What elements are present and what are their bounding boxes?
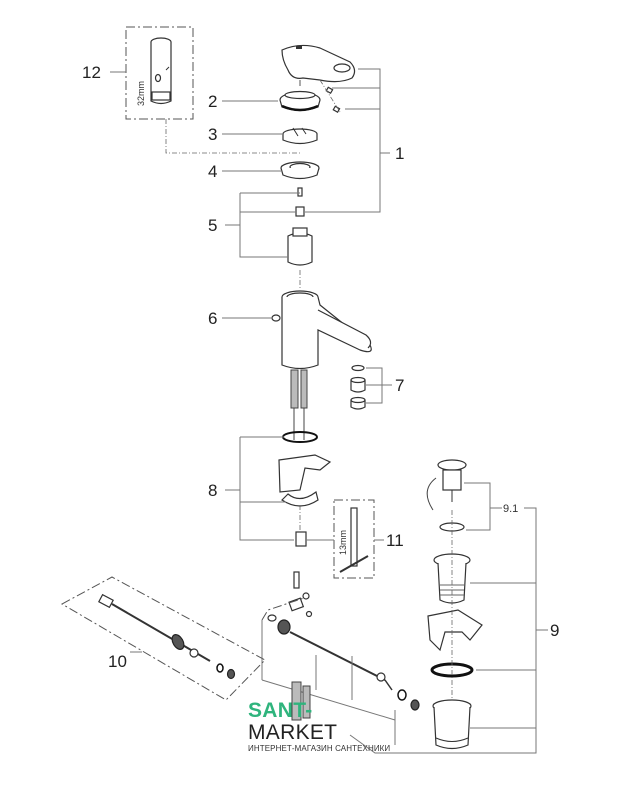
watermark-brand-green: SANT- [248, 699, 313, 722]
lift-rod-icon [98, 593, 236, 680]
watermark-brand-dark: MARKET [248, 721, 338, 744]
tool-11-box: 13mm 11 [306, 499, 404, 579]
cover-cap-icon [279, 90, 321, 112]
callout-2: 2 [208, 92, 217, 111]
cartridge-collar-icon [282, 127, 318, 145]
lever-handle-icon [281, 44, 356, 114]
callout-12: 12 [82, 63, 101, 82]
pop-up-linkage-icon [261, 571, 420, 745]
mounting-set-icon [278, 431, 332, 547]
aerator-set-icon [350, 364, 366, 410]
callout-7: 7 [395, 376, 404, 395]
callout-3: 3 [208, 125, 217, 144]
tool-13mm-icon [339, 507, 369, 573]
flexible-hose-icon [291, 681, 311, 721]
tool-12-box: 32mm 12 [82, 26, 300, 154]
pop-up-waste-icon [426, 459, 483, 750]
callout-1-bracket: 1 [305, 68, 404, 213]
tool-12-dimension: 32mm [136, 81, 146, 106]
callout-4: 4 [208, 162, 217, 181]
callout-9: 9 [550, 621, 559, 640]
callout-9-1: 9.1 [503, 503, 518, 515]
callout-1: 1 [395, 144, 404, 163]
callout-5: 5 [208, 216, 217, 235]
sant-market-watermark: SANT-MARKET ИНТЕРНЕТ-МАГАЗИН САНТЕХНИКИ [248, 700, 391, 754]
callout-8: 8 [208, 481, 217, 500]
watermark-tagline: ИНТЕРНЕТ-МАГАЗИН САНТЕХНИКИ [248, 744, 391, 753]
callout-11: 11 [386, 531, 404, 550]
mixer-body-icon [271, 270, 372, 440]
cartridge-set-icon [287, 187, 313, 266]
lift-rod-box: 10 [60, 576, 266, 701]
tool-32mm-icon [150, 37, 172, 105]
tool-11-dimension: 13mm [338, 530, 348, 555]
callout-6: 6 [208, 309, 217, 328]
watermark-logo: SANT-MARKET [248, 700, 388, 744]
callout-10: 10 [108, 652, 127, 671]
threaded-ring-icon [280, 161, 320, 180]
